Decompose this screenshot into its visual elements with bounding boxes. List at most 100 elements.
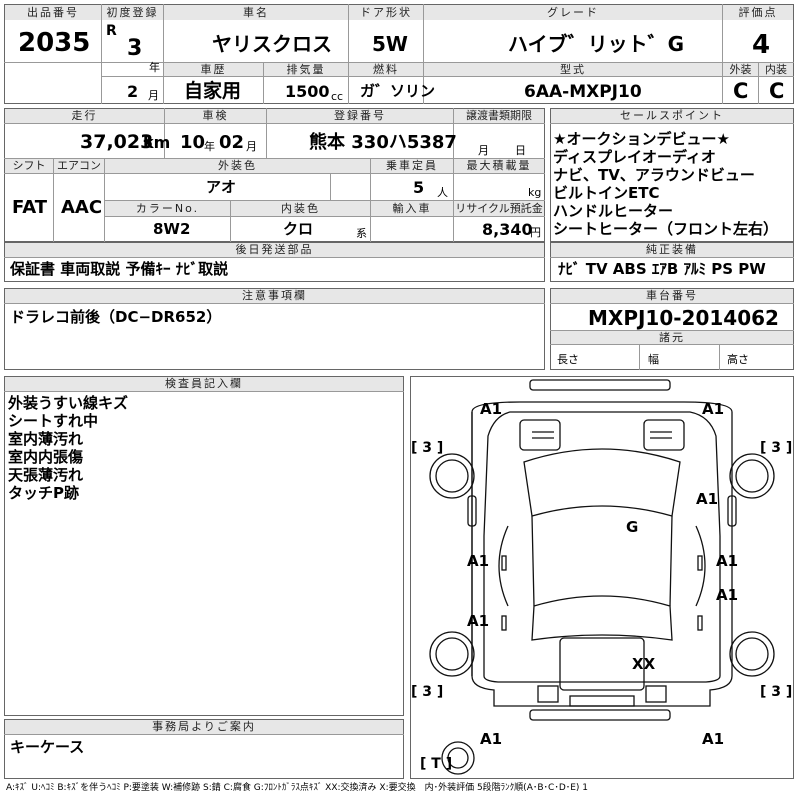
capacity: 5 [413, 178, 425, 197]
transfer-deadline-label: 譲渡書類期限 [454, 109, 544, 123]
mark-left-rear-door: A1 [467, 612, 490, 630]
sales-point-item: ナビ、TV、アラウンドビュー [553, 166, 755, 184]
tire-rear-right [729, 631, 775, 677]
mark-rear-glass: XX [632, 655, 656, 673]
color-no: 8W2 [153, 220, 191, 238]
inspector-note-item: 外装うすい線キズ [8, 394, 129, 412]
specs-label: 諸元 [551, 331, 793, 344]
transfer-day-unit: 日 [515, 144, 526, 157]
office-box [4, 719, 404, 779]
tire-depth-rear-left: [ 3 ] [411, 684, 444, 700]
door-label: ドア形状 [349, 5, 423, 20]
score-label: 評価点 [723, 5, 793, 20]
sales-point-item: ディスプレイオーディオ [553, 148, 716, 166]
lot-label: 出品番号 [5, 5, 101, 20]
mark-front-right: A1 [702, 400, 725, 418]
inspector-note-item: 天張薄汚れ [8, 466, 84, 484]
km-unit: km [143, 133, 171, 152]
exterior-score-label: 外装 [723, 63, 758, 76]
tire-depth-spare: [ T ] [420, 756, 453, 772]
spare-tire [441, 741, 475, 775]
car-name: ヤリスクロス [212, 32, 332, 56]
later-docs-box [4, 242, 545, 282]
inspector-notes: 外装うすい線キズシートすれ中室内薄汚れ室内内張傷天張薄汚れタッチP跡 [8, 394, 128, 502]
header-table [4, 4, 794, 104]
shift-label: シフト [5, 159, 53, 173]
int-color: クロ [283, 220, 314, 238]
chassis-label: 車台番号 [551, 289, 793, 303]
sales-point-box [550, 108, 794, 242]
door-type: 5W [372, 32, 408, 56]
grade: ハイブ゛リット゛G [508, 32, 685, 56]
displacement-label: 排気量 [264, 63, 348, 76]
mark-right-rear-fender: A1 [716, 586, 739, 604]
notes: ドラレコ前後（DC−DR652） [10, 308, 222, 326]
mileage: 37,023 [80, 131, 154, 153]
history: 自家用 [184, 80, 242, 102]
rear-bumper-outline [529, 709, 671, 721]
office-label: 事務局よりご案内 [5, 720, 403, 734]
inspector-box [4, 376, 404, 716]
reg-no-label: 登録番号 [267, 109, 453, 123]
car-body-outline [471, 401, 733, 707]
history-label: 車歴 [164, 63, 263, 76]
aircon: AAC [61, 197, 103, 218]
mark-rear-right: A1 [702, 730, 725, 748]
chassis-box [550, 288, 794, 370]
later-docs: 保証書 車両取説 予備ｷｰ ﾅﾋﾞ取説 [10, 260, 229, 278]
cc-unit: cc [331, 90, 344, 103]
month-unit: 月 [148, 89, 159, 102]
inspector-note-item: シートすれ中 [8, 412, 99, 430]
persons-unit: 人 [437, 186, 448, 199]
sys-unit: 系 [356, 227, 367, 240]
mark-windshield: G [626, 518, 639, 536]
tire-front-right [729, 453, 775, 499]
aircon-label: エアコン [54, 159, 104, 173]
sales-point-item: ビルトインETC [553, 184, 660, 202]
width-label: 幅 [648, 353, 659, 366]
registration-number: 熊本 330ハ5387 [309, 132, 457, 153]
transfer-month-unit: 月 [478, 144, 489, 157]
inspection-year: 10 [180, 132, 206, 153]
inspector-note-item: 室内内張傷 [8, 448, 84, 466]
model: 6AA-MXPJ10 [524, 82, 642, 102]
int-color-label: 内装色 [231, 201, 370, 216]
notes-label: 注意事項欄 [5, 289, 544, 303]
year-unit: 年 [149, 61, 160, 74]
tire-depth-front-left: [ 3 ] [411, 440, 444, 456]
equipment: ﾅﾋﾞ TV ABS ｴｱB ｱﾙﾐ PS PW [558, 260, 766, 278]
kg-unit: kg [528, 186, 542, 199]
sales-point-list: ★オークションデビュー★ディスプレイオーディオナビ、TV、アラウンドビュービルト… [553, 130, 778, 238]
import-label: 輸入車 [371, 201, 453, 216]
inspector-label: 検査員記入欄 [5, 377, 403, 391]
color-no-label: カラーNo. [105, 201, 230, 216]
later-docs-label: 後日発送部品 [5, 243, 544, 257]
first-reg-month: 2 [127, 82, 139, 101]
interior-score-label: 内装 [759, 63, 793, 76]
tire-front-left [429, 453, 475, 499]
notes-box [4, 288, 545, 370]
tire-depth-front-right: [ 3 ] [760, 440, 793, 456]
mark-left-front-door: A1 [467, 552, 490, 570]
interior-score: C [769, 79, 785, 103]
mark-rear-left: A1 [480, 730, 503, 748]
car-diagram [429, 379, 775, 775]
equipment-box [550, 242, 794, 282]
mark-right-rear-door: A1 [716, 552, 739, 570]
inspection-month: 02 [219, 132, 245, 153]
car-diagram-box [410, 376, 794, 779]
displacement: 1500 [285, 82, 330, 101]
exterior-score: C [733, 79, 749, 103]
mileage-label: 走行 [5, 109, 164, 123]
equipment-label: 純正装備 [551, 243, 793, 257]
sales-point-item: シートヒーター（フロント左右） [553, 220, 779, 238]
ext-color-label: 外装色 [105, 159, 370, 173]
mark-front-left: A1 [480, 400, 503, 418]
height-label: 高さ [727, 353, 749, 366]
first-reg-year: 3 [127, 36, 143, 61]
model-label: 型式 [424, 63, 722, 76]
vehicle-info-table [4, 108, 545, 242]
office-note: キーケース [10, 738, 85, 756]
mark-right-front-door: A1 [696, 490, 719, 508]
first-reg-label: 初度登録 [102, 5, 163, 20]
